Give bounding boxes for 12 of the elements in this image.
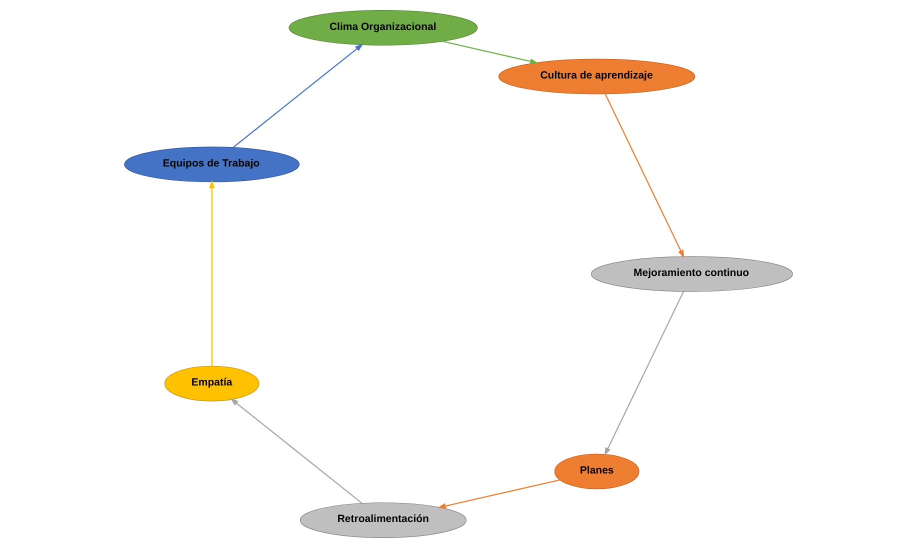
- node-ellipse: Planes: [554, 454, 640, 490]
- arrow: [232, 44, 364, 148]
- arrow: [438, 479, 560, 509]
- arrow: [209, 180, 215, 366]
- node-ellipse: Clima Organizacional: [288, 10, 478, 46]
- arrow: [230, 398, 362, 504]
- arrow: [604, 291, 684, 456]
- node-ellipse: Equipos de Trabajo: [124, 146, 300, 182]
- node-ellipse: Empatía: [164, 366, 260, 402]
- arrow: [604, 94, 684, 258]
- node-ellipse: Mejoramiento continuo: [590, 256, 793, 292]
- arrow: [442, 40, 538, 64]
